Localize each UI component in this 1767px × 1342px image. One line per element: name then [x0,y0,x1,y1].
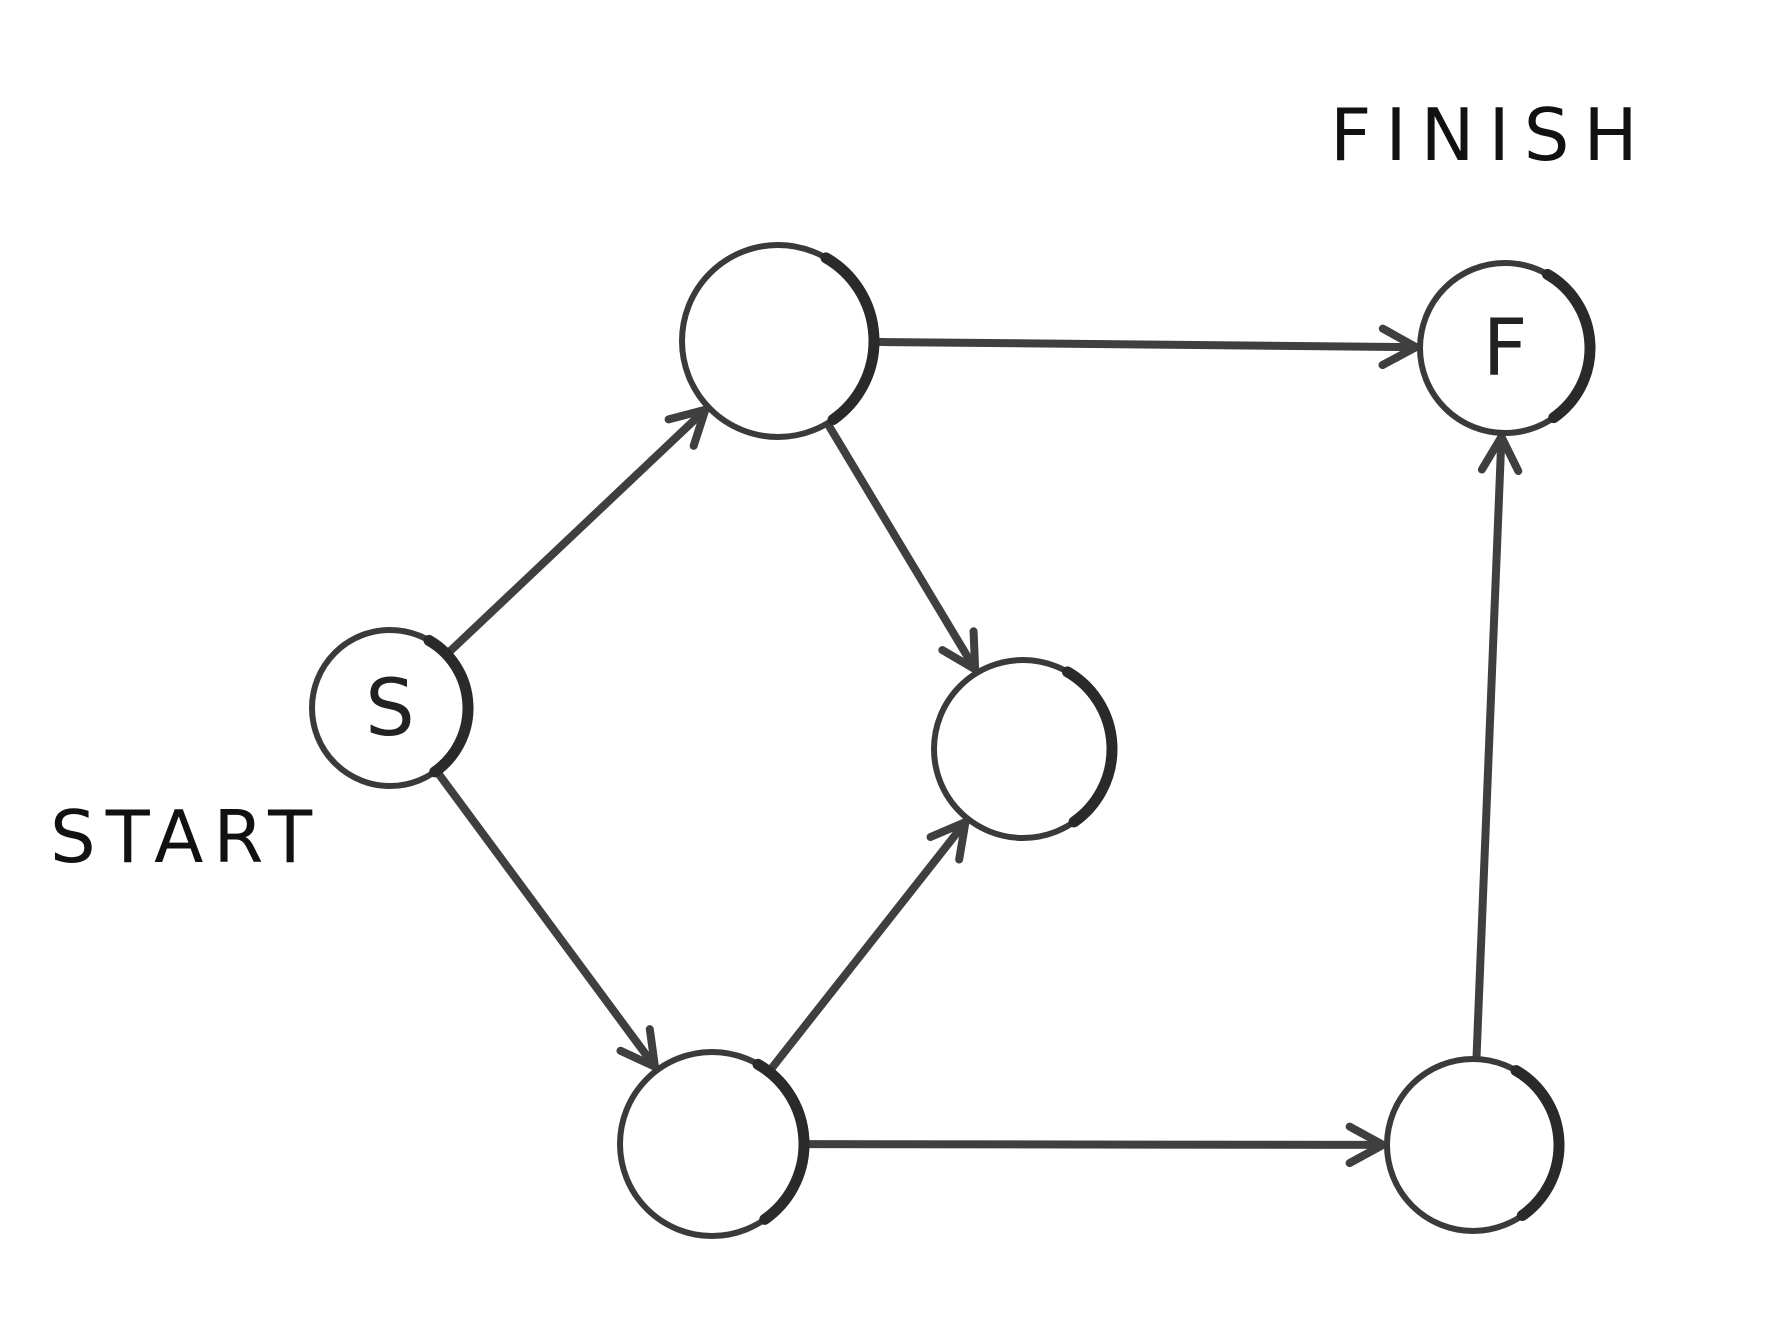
arrowhead-icon [938,627,980,674]
edge-line [442,405,710,659]
node-rim [1510,1065,1565,1221]
edges-layer [432,324,1523,1168]
node-bottom [617,1049,810,1239]
arrowhead-icon [1345,1122,1387,1168]
edge-line [1472,432,1506,1064]
node-finish-letter: F [1483,304,1528,394]
edge-bottom-right-to-finish [1472,432,1523,1064]
edge-line [764,818,970,1076]
arrowhead-icon [616,1025,659,1071]
arrowhead-icon [664,405,710,450]
edge-top-to-middle [823,419,980,674]
node-start: S [309,627,474,789]
node-rim [1542,268,1596,424]
arrowhead-icon [926,818,970,864]
edge-bottom-to-middle [764,818,970,1076]
node-start-letter: S [365,664,415,754]
start-label: START [50,795,322,879]
arrowhead-icon [1477,432,1523,475]
edge-start-to-top [442,405,710,659]
nodes-layer: SF [309,242,1596,1239]
finish-label: FINISH [1330,93,1652,177]
edge-top-to-finish [869,324,1421,370]
node-finish: F [1417,260,1596,436]
node-rim [752,1058,810,1225]
edge-line [432,766,659,1071]
node-top [679,242,880,440]
node-middle [931,657,1118,841]
edge-line [799,1140,1388,1149]
edge-bottom-to-bottom-right [799,1122,1388,1168]
node-rim [1062,666,1118,828]
edge-line [823,419,980,674]
edge-line [869,337,1421,352]
node-rim [423,634,474,778]
node-rim [820,252,880,426]
node-bottom-right [1384,1056,1565,1234]
edge-start-to-bottom [432,766,659,1071]
arrowhead-icon [1378,324,1420,370]
